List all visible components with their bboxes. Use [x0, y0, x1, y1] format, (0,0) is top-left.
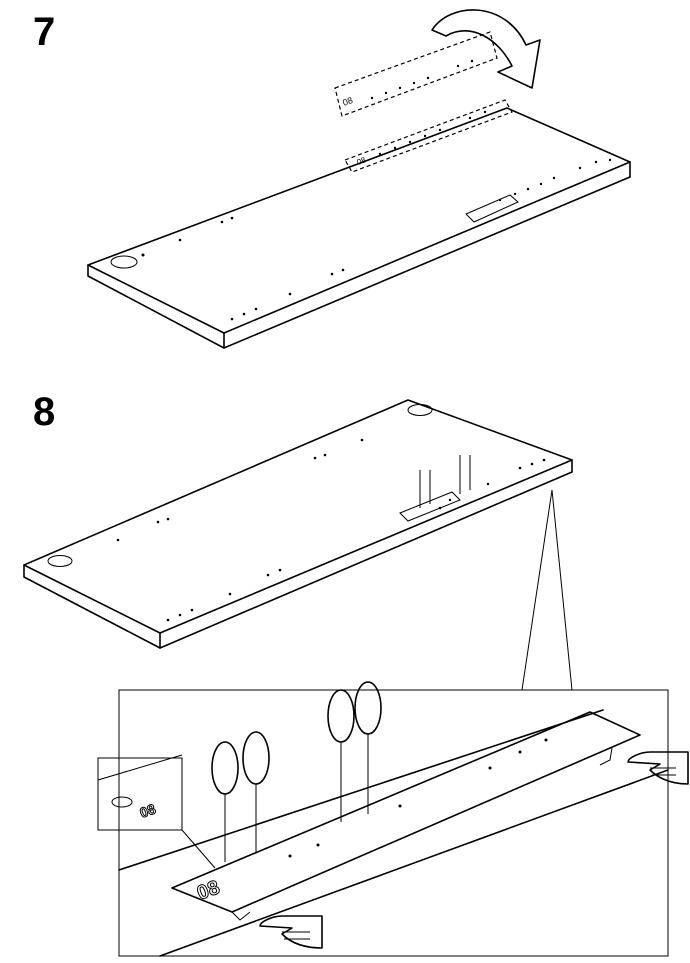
inset-detail-box: 08	[97, 754, 216, 869]
strip-label-inset: 08	[138, 800, 158, 820]
awl-icon	[327, 689, 355, 822]
step-7-floating-strip: 08	[334, 31, 498, 117]
curved-rotate-arrow-icon	[431, 9, 541, 89]
detail-callout-frame: 08	[118, 689, 669, 957]
step-8-number: 8	[33, 390, 56, 434]
awl-icon	[211, 741, 239, 862]
awl-icon	[354, 681, 382, 814]
strip-label-detail: 08	[194, 876, 222, 904]
cam-hole-icon	[47, 555, 73, 567]
strip-label-step7-board: 08	[356, 155, 368, 167]
awl-icon	[242, 731, 270, 852]
step-7-number: 7	[33, 10, 56, 54]
step-7-holes	[178, 216, 345, 321]
pointing-hand-icon	[627, 751, 689, 785]
pointing-hand-icon	[259, 915, 323, 949]
step-8-board	[23, 399, 573, 649]
strip-label-step7-floating: 08	[341, 95, 354, 108]
cam-hole-icon	[407, 404, 433, 416]
step-7-board: 08	[87, 99, 631, 349]
cam-hole-icon	[110, 255, 138, 269]
